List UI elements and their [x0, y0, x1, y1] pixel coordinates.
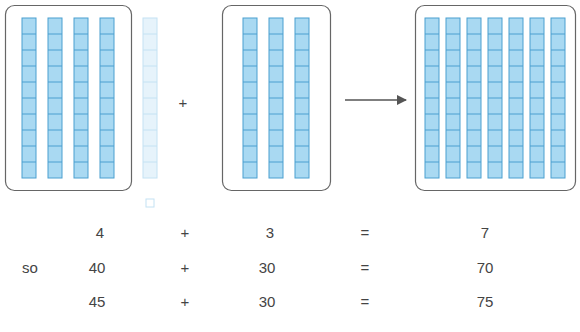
ten-rod [269, 18, 283, 178]
ten-rod [100, 18, 114, 178]
ten-rod [467, 18, 481, 178]
plus-sign: + [179, 95, 188, 112]
number: 3 [266, 225, 274, 242]
tens-frame [223, 6, 331, 191]
ten-rod [488, 18, 502, 178]
number: 45 [89, 294, 106, 311]
faded-rod [143, 18, 157, 178]
ten-rod [243, 18, 257, 178]
ten-rod [22, 18, 36, 178]
one-cube [146, 199, 154, 207]
ten-rod [551, 18, 565, 178]
ten-rod [48, 18, 62, 178]
tens-frame [6, 6, 132, 191]
number: 75 [477, 294, 494, 311]
number: 70 [477, 260, 494, 277]
number: 30 [259, 294, 276, 311]
plus-sign: + [181, 294, 190, 311]
ten-rod [530, 18, 544, 178]
number: 30 [259, 260, 276, 277]
plus-sign: + [181, 225, 190, 242]
equals-sign: = [361, 294, 370, 311]
word: so [22, 260, 38, 277]
number: 40 [89, 260, 106, 277]
ten-rod [509, 18, 523, 178]
ten-rod [446, 18, 460, 178]
ten-rod [295, 18, 309, 178]
number: 7 [481, 225, 489, 242]
equals-sign: = [361, 260, 370, 277]
number: 4 [96, 225, 104, 242]
equals-sign: = [361, 225, 370, 242]
ten-rod [74, 18, 88, 178]
ten-rod [425, 18, 439, 178]
plus-sign: + [181, 260, 190, 277]
result-arrow [345, 99, 406, 100]
tens-frame [416, 6, 576, 191]
